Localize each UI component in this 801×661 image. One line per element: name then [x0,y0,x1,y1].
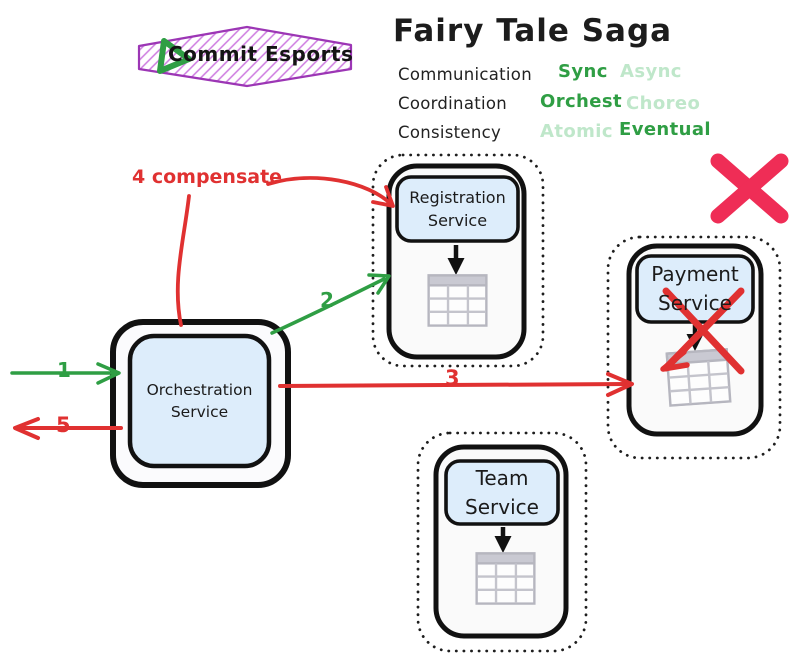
legend-option-choreo: Choreo [626,93,701,114]
edge-3-label: 3 [445,366,460,390]
registration-service-node [371,153,545,368]
legend-option-async: Async [620,61,682,82]
edge-5-arrow [13,417,123,440]
edge-2-label: 2 [320,288,334,312]
registration-db-arrowhead [447,258,465,275]
legend-option-atomic: Atomic [540,121,613,142]
commit-esports-badge [137,25,353,88]
edge-1-arrow [10,362,121,385]
team-db-arrowhead [494,536,512,553]
cross-mark-icon [710,153,789,224]
edge-4-compensate-label: 4 compensate [132,166,283,188]
failure-cross-icon [660,287,745,375]
edge-1-label: 1 [57,358,71,382]
payment-boundary [606,235,782,460]
team-service-label: Team Service [465,465,539,519]
legend-option-sync: Sync [558,61,608,82]
edge-5-label: 5 [56,413,71,437]
payment-service-node [606,235,782,460]
legend-coordination-label: Coordination [398,94,508,113]
orchestration-inner-box [127,333,272,469]
registration-boundary [371,153,545,368]
badge-label: Commit Esports [168,42,354,66]
play-icon [157,38,192,74]
edge-3-arrow [278,372,634,397]
team-boundary [416,431,588,653]
orchestration-service-label: Orchestration Service [146,380,253,421]
legend-communication-label: Communication [398,65,532,84]
edge-2-arrow [270,273,391,335]
legend-consistency-label: Consistency [398,123,502,142]
payment-service-label: Payment Service [651,262,739,315]
registration-service-label: Registration Service [409,187,506,230]
badge-hexagon [137,25,353,88]
registration-database-table-icon [427,274,488,327]
registration-header-box [395,175,520,243]
legend-option-eventual: Eventual [619,119,711,140]
legend-option-orchest: Orchest [540,91,622,112]
team-header-box [444,459,560,526]
orchestration-service-node [110,319,291,488]
page-title: Fairy Tale Saga [393,13,673,49]
team-database-table-icon [475,552,536,605]
edge-4-compensate-arrow [175,176,395,327]
team-service-node [416,431,588,653]
